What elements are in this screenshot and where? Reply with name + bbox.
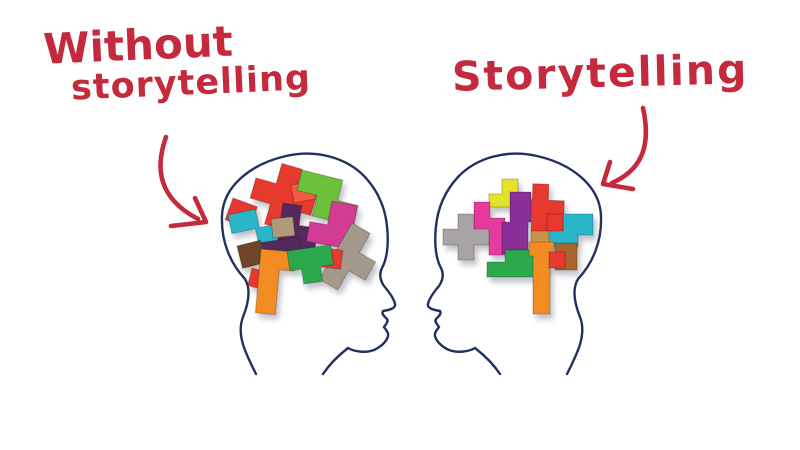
block-orange-stem [528, 241, 555, 315]
block-red-small-1 [546, 213, 564, 232]
right-arrow [600, 105, 649, 192]
right-arrow-curve [609, 105, 649, 186]
block-gray-t [318, 222, 377, 291]
right-arrow-head [600, 159, 636, 192]
block-red-small-2 [548, 251, 566, 269]
left-arrow [158, 134, 209, 229]
block-tan-cube [270, 216, 296, 239]
label-without-storytelling: Without storytelling [42, 16, 312, 109]
block-red-cross [249, 162, 318, 231]
right-brain-organized-blocks [442, 178, 594, 315]
left-arrow-head [168, 195, 209, 229]
block-gray-plus [442, 213, 490, 261]
label-storytelling: Storytelling [451, 45, 749, 101]
block-green-t [286, 244, 334, 285]
left-brain-scattered-blocks [224, 162, 377, 316]
left-arrow-curve [158, 134, 201, 222]
label-storytelling-text: Storytelling [451, 45, 749, 101]
left-head-outline [220, 152, 397, 376]
